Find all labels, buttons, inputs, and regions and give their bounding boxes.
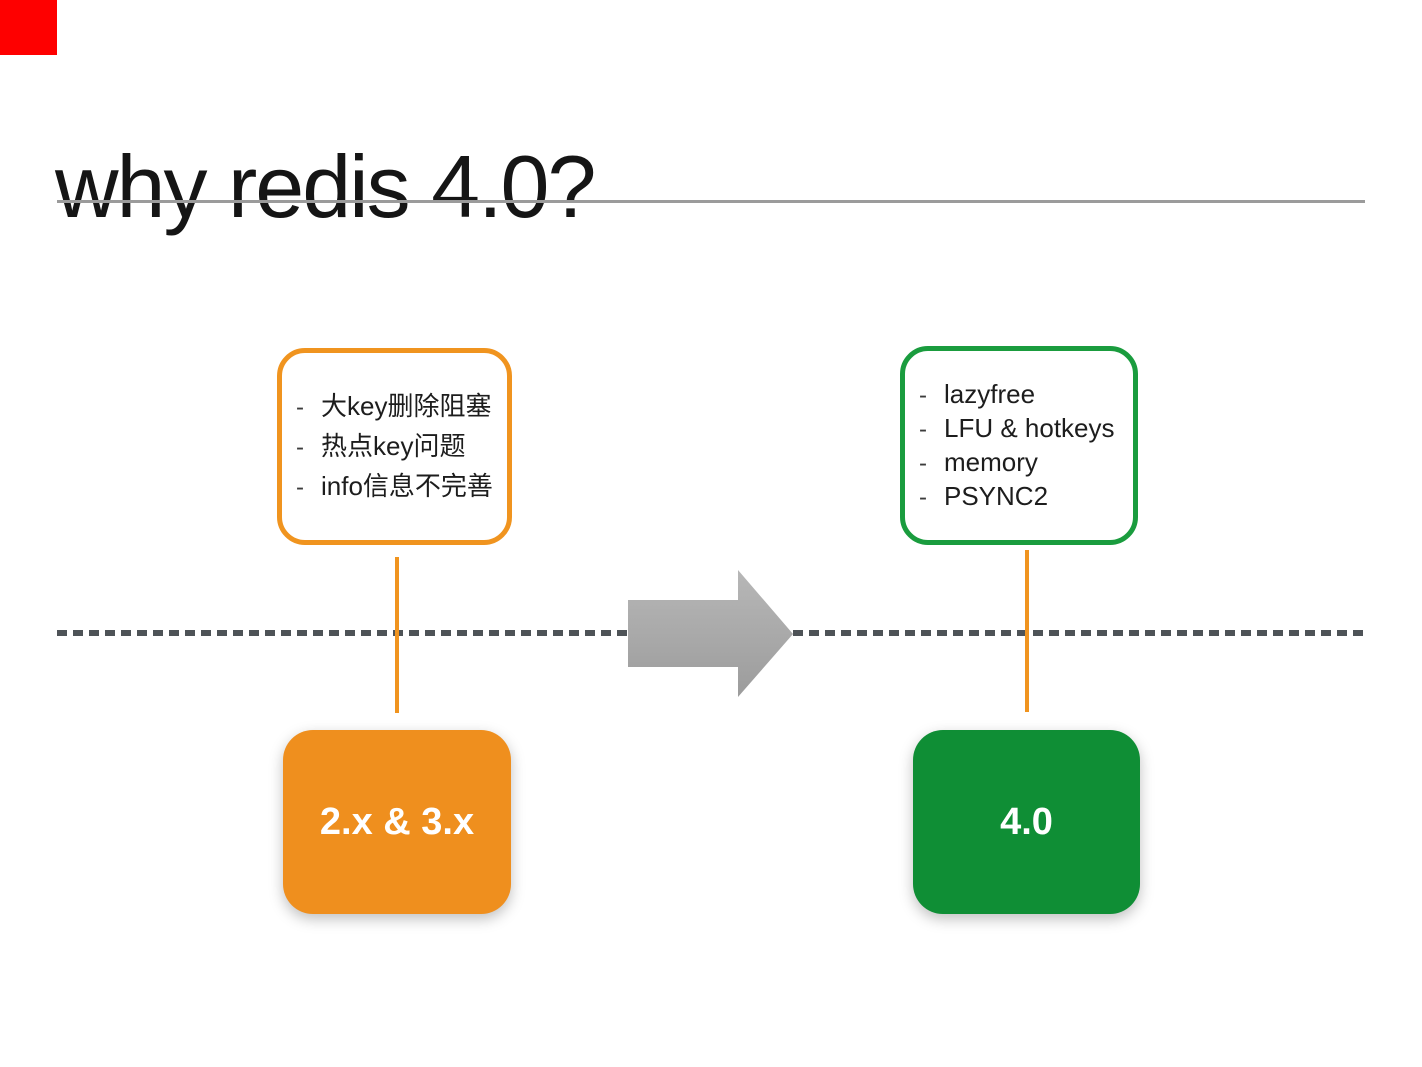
red-corner-marker xyxy=(0,0,57,55)
bullet-dash: - xyxy=(919,449,927,477)
issue-text: 大key删除阻塞 xyxy=(321,390,492,421)
list-item: - memory xyxy=(919,446,1125,480)
new-version-box: 4.0 xyxy=(913,730,1140,914)
bullet-dash: - xyxy=(296,473,304,501)
list-item: - lazyfree xyxy=(919,378,1125,412)
list-item: - PSYNC2 xyxy=(919,480,1125,514)
old-version-box: 2.x & 3.x xyxy=(283,730,511,914)
bullet-dash: - xyxy=(919,483,927,511)
new-version-connector-line xyxy=(1025,550,1029,712)
bullet-dash: - xyxy=(296,433,304,461)
old-version-issue-list: - 大key删除阻塞 - 热点key问题 - info信息不完善 xyxy=(296,387,499,507)
bullet-dash: - xyxy=(919,381,927,409)
bullet-dash: - xyxy=(296,393,304,421)
old-version-callout: - 大key删除阻塞 - 热点key问题 - info信息不完善 xyxy=(277,348,512,545)
new-version-label: 4.0 xyxy=(1000,800,1053,843)
right-arrow-icon xyxy=(628,570,793,697)
feature-text: LFU & hotkeys xyxy=(944,412,1115,443)
feature-text: PSYNC2 xyxy=(944,480,1049,511)
feature-text: memory xyxy=(944,446,1038,477)
list-item: - LFU & hotkeys xyxy=(919,412,1125,446)
issue-text: info信息不完善 xyxy=(321,470,493,501)
new-version-callout: - lazyfree - LFU & hotkeys - memory - PS… xyxy=(900,346,1138,545)
list-item: - info信息不完善 xyxy=(296,467,499,507)
new-version-feature-list: - lazyfree - LFU & hotkeys - memory - PS… xyxy=(919,378,1125,514)
issue-text: 热点key问题 xyxy=(321,430,466,461)
list-item: - 大key删除阻塞 xyxy=(296,387,499,427)
page-title: why redis 4.0? xyxy=(55,136,596,236)
old-version-label: 2.x & 3.x xyxy=(319,800,475,843)
bullet-dash: - xyxy=(919,415,927,443)
title-divider xyxy=(57,200,1365,203)
old-version-connector-line xyxy=(395,557,399,713)
feature-text: lazyfree xyxy=(944,378,1036,409)
list-item: - 热点key问题 xyxy=(296,427,499,467)
